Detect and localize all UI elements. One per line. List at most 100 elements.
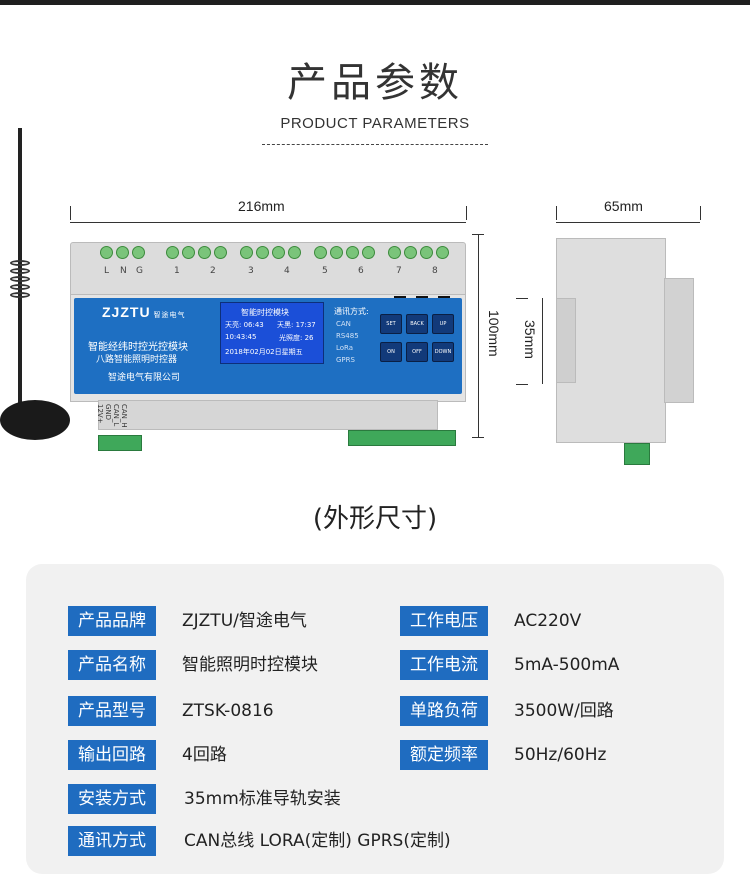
dim-tick-side-right bbox=[700, 206, 701, 220]
terminal bbox=[388, 246, 401, 259]
terminal bbox=[182, 246, 195, 259]
terminal-label: 3 bbox=[248, 266, 254, 276]
title-divider bbox=[262, 144, 488, 145]
terminal-label: 4 bbox=[284, 266, 290, 276]
spec-label: 产品品牌 bbox=[68, 606, 156, 636]
terminal bbox=[198, 246, 211, 259]
terminal bbox=[272, 246, 285, 259]
page-subtitle: PRODUCT PARAMETERS bbox=[280, 115, 470, 132]
lcd-lux: 光照度: 26 bbox=[279, 334, 314, 342]
antenna-base bbox=[0, 400, 70, 440]
spec-label: 产品型号 bbox=[68, 696, 156, 726]
terminal-label: N bbox=[120, 266, 127, 276]
dim-tick-bottom bbox=[472, 437, 484, 438]
dim-tick-rail-top bbox=[516, 298, 528, 299]
spec-label: 安装方式 bbox=[68, 784, 156, 814]
spec-label: 额定频率 bbox=[400, 740, 488, 770]
dim-tick-left bbox=[70, 206, 71, 220]
back-button[interactable]: BACK bbox=[406, 314, 428, 334]
spec-value: 35mm标准导轨安装 bbox=[184, 789, 341, 809]
spec-table: 产品品牌 ZJZTU/智途电气 工作电压 AC220V 产品名称 智能照明时控模… bbox=[26, 564, 724, 874]
dim-tick-side-left bbox=[556, 206, 557, 220]
spec-value: 智能照明时控模块 bbox=[182, 655, 318, 675]
terminal bbox=[256, 246, 269, 259]
port-label: 12V+ bbox=[96, 404, 104, 424]
spec-value: AC220V bbox=[514, 611, 582, 631]
page-title: 产品参数 bbox=[287, 60, 463, 106]
device-line-1: 智能经纬时控光控模块 bbox=[88, 342, 188, 353]
dim-label-height: 100mm bbox=[486, 310, 502, 357]
dim-label-rail: 35mm bbox=[522, 320, 538, 359]
spec-label: 产品名称 bbox=[68, 650, 156, 680]
dim-tick-right bbox=[466, 206, 467, 220]
terminal-label: 7 bbox=[396, 266, 402, 276]
lcd-screen: 智能时控模块 天亮: 06:43 天黑: 17:37 10:43:45 光照度:… bbox=[220, 302, 324, 364]
spec-label: 工作电流 bbox=[400, 650, 488, 680]
terminal-label: 5 bbox=[322, 266, 328, 276]
terminal-label: L bbox=[104, 266, 110, 276]
device-line-3: 智途电气有限公司 bbox=[108, 373, 181, 383]
terminal bbox=[288, 246, 301, 259]
terminal bbox=[314, 246, 327, 259]
can-terminal-block bbox=[98, 435, 142, 451]
lcd-sunset: 天黑: 17:37 bbox=[277, 321, 316, 329]
on-button[interactable]: ON bbox=[380, 342, 402, 362]
spec-value: 4回路 bbox=[182, 745, 227, 765]
terminal bbox=[436, 246, 449, 259]
terminal bbox=[100, 246, 113, 259]
comm-title: 通讯方式: bbox=[334, 307, 369, 316]
antenna-coil bbox=[10, 276, 30, 282]
off-button[interactable]: OFF bbox=[406, 342, 428, 362]
spec-label: 通讯方式 bbox=[68, 826, 156, 856]
terminal-label: 2 bbox=[210, 266, 216, 276]
port-label: GND bbox=[104, 404, 112, 421]
spec-value: 3500W/回路 bbox=[514, 701, 614, 721]
dim-line-rail bbox=[542, 298, 543, 384]
terminal-label: G bbox=[136, 266, 143, 276]
spec-label: 输出回路 bbox=[68, 740, 156, 770]
set-button[interactable]: SET bbox=[380, 314, 402, 334]
spec-value: ZJZTU/智途电气 bbox=[182, 611, 307, 631]
top-bar bbox=[0, 0, 750, 5]
comm-item: CAN bbox=[336, 320, 351, 328]
terminal bbox=[330, 246, 343, 259]
antenna-coil bbox=[10, 284, 30, 290]
terminal-label: 1 bbox=[174, 266, 180, 276]
side-terminal-block bbox=[624, 443, 650, 465]
terminal-label: 8 bbox=[432, 266, 438, 276]
up-button[interactable]: UP bbox=[432, 314, 454, 334]
terminal bbox=[132, 246, 145, 259]
device-line-2: 八路智能照明时控器 bbox=[96, 355, 178, 365]
terminal bbox=[362, 246, 375, 259]
dim-tick-rail-bottom bbox=[516, 384, 528, 385]
terminal bbox=[420, 246, 433, 259]
spec-label: 单路负荷 bbox=[400, 696, 488, 726]
terminal bbox=[166, 246, 179, 259]
terminal-label: 6 bbox=[358, 266, 364, 276]
terminal bbox=[240, 246, 253, 259]
lcd-date: 2018年02月02日星期五 bbox=[225, 348, 303, 356]
antenna-coil bbox=[10, 260, 30, 266]
dim-label-side-width: 65mm bbox=[604, 198, 643, 214]
dimension-caption: (外形尺寸) bbox=[312, 504, 438, 534]
spec-value: 5mA-500mA bbox=[514, 655, 620, 675]
dim-line-side-width bbox=[556, 222, 700, 223]
down-button[interactable]: DOWN bbox=[432, 342, 454, 362]
comm-item: GPRS bbox=[336, 356, 355, 364]
port-label: CAN_L bbox=[112, 404, 120, 427]
spec-value: 50Hz/60Hz bbox=[514, 745, 607, 765]
spec-label: 工作电压 bbox=[400, 606, 488, 636]
terminal bbox=[346, 246, 359, 259]
dim-line-front-width bbox=[70, 222, 466, 223]
spec-value: CAN总线 LORA(定制) GPRS(定制) bbox=[184, 831, 451, 851]
antenna-coil bbox=[10, 268, 30, 274]
io-terminal-block bbox=[348, 430, 456, 446]
terminal bbox=[214, 246, 227, 259]
dim-label-front-width: 216mm bbox=[238, 198, 285, 214]
side-front-extension bbox=[664, 278, 694, 403]
port-label: CAN_H bbox=[120, 404, 128, 428]
lcd-title: 智能时控模块 bbox=[241, 308, 289, 317]
